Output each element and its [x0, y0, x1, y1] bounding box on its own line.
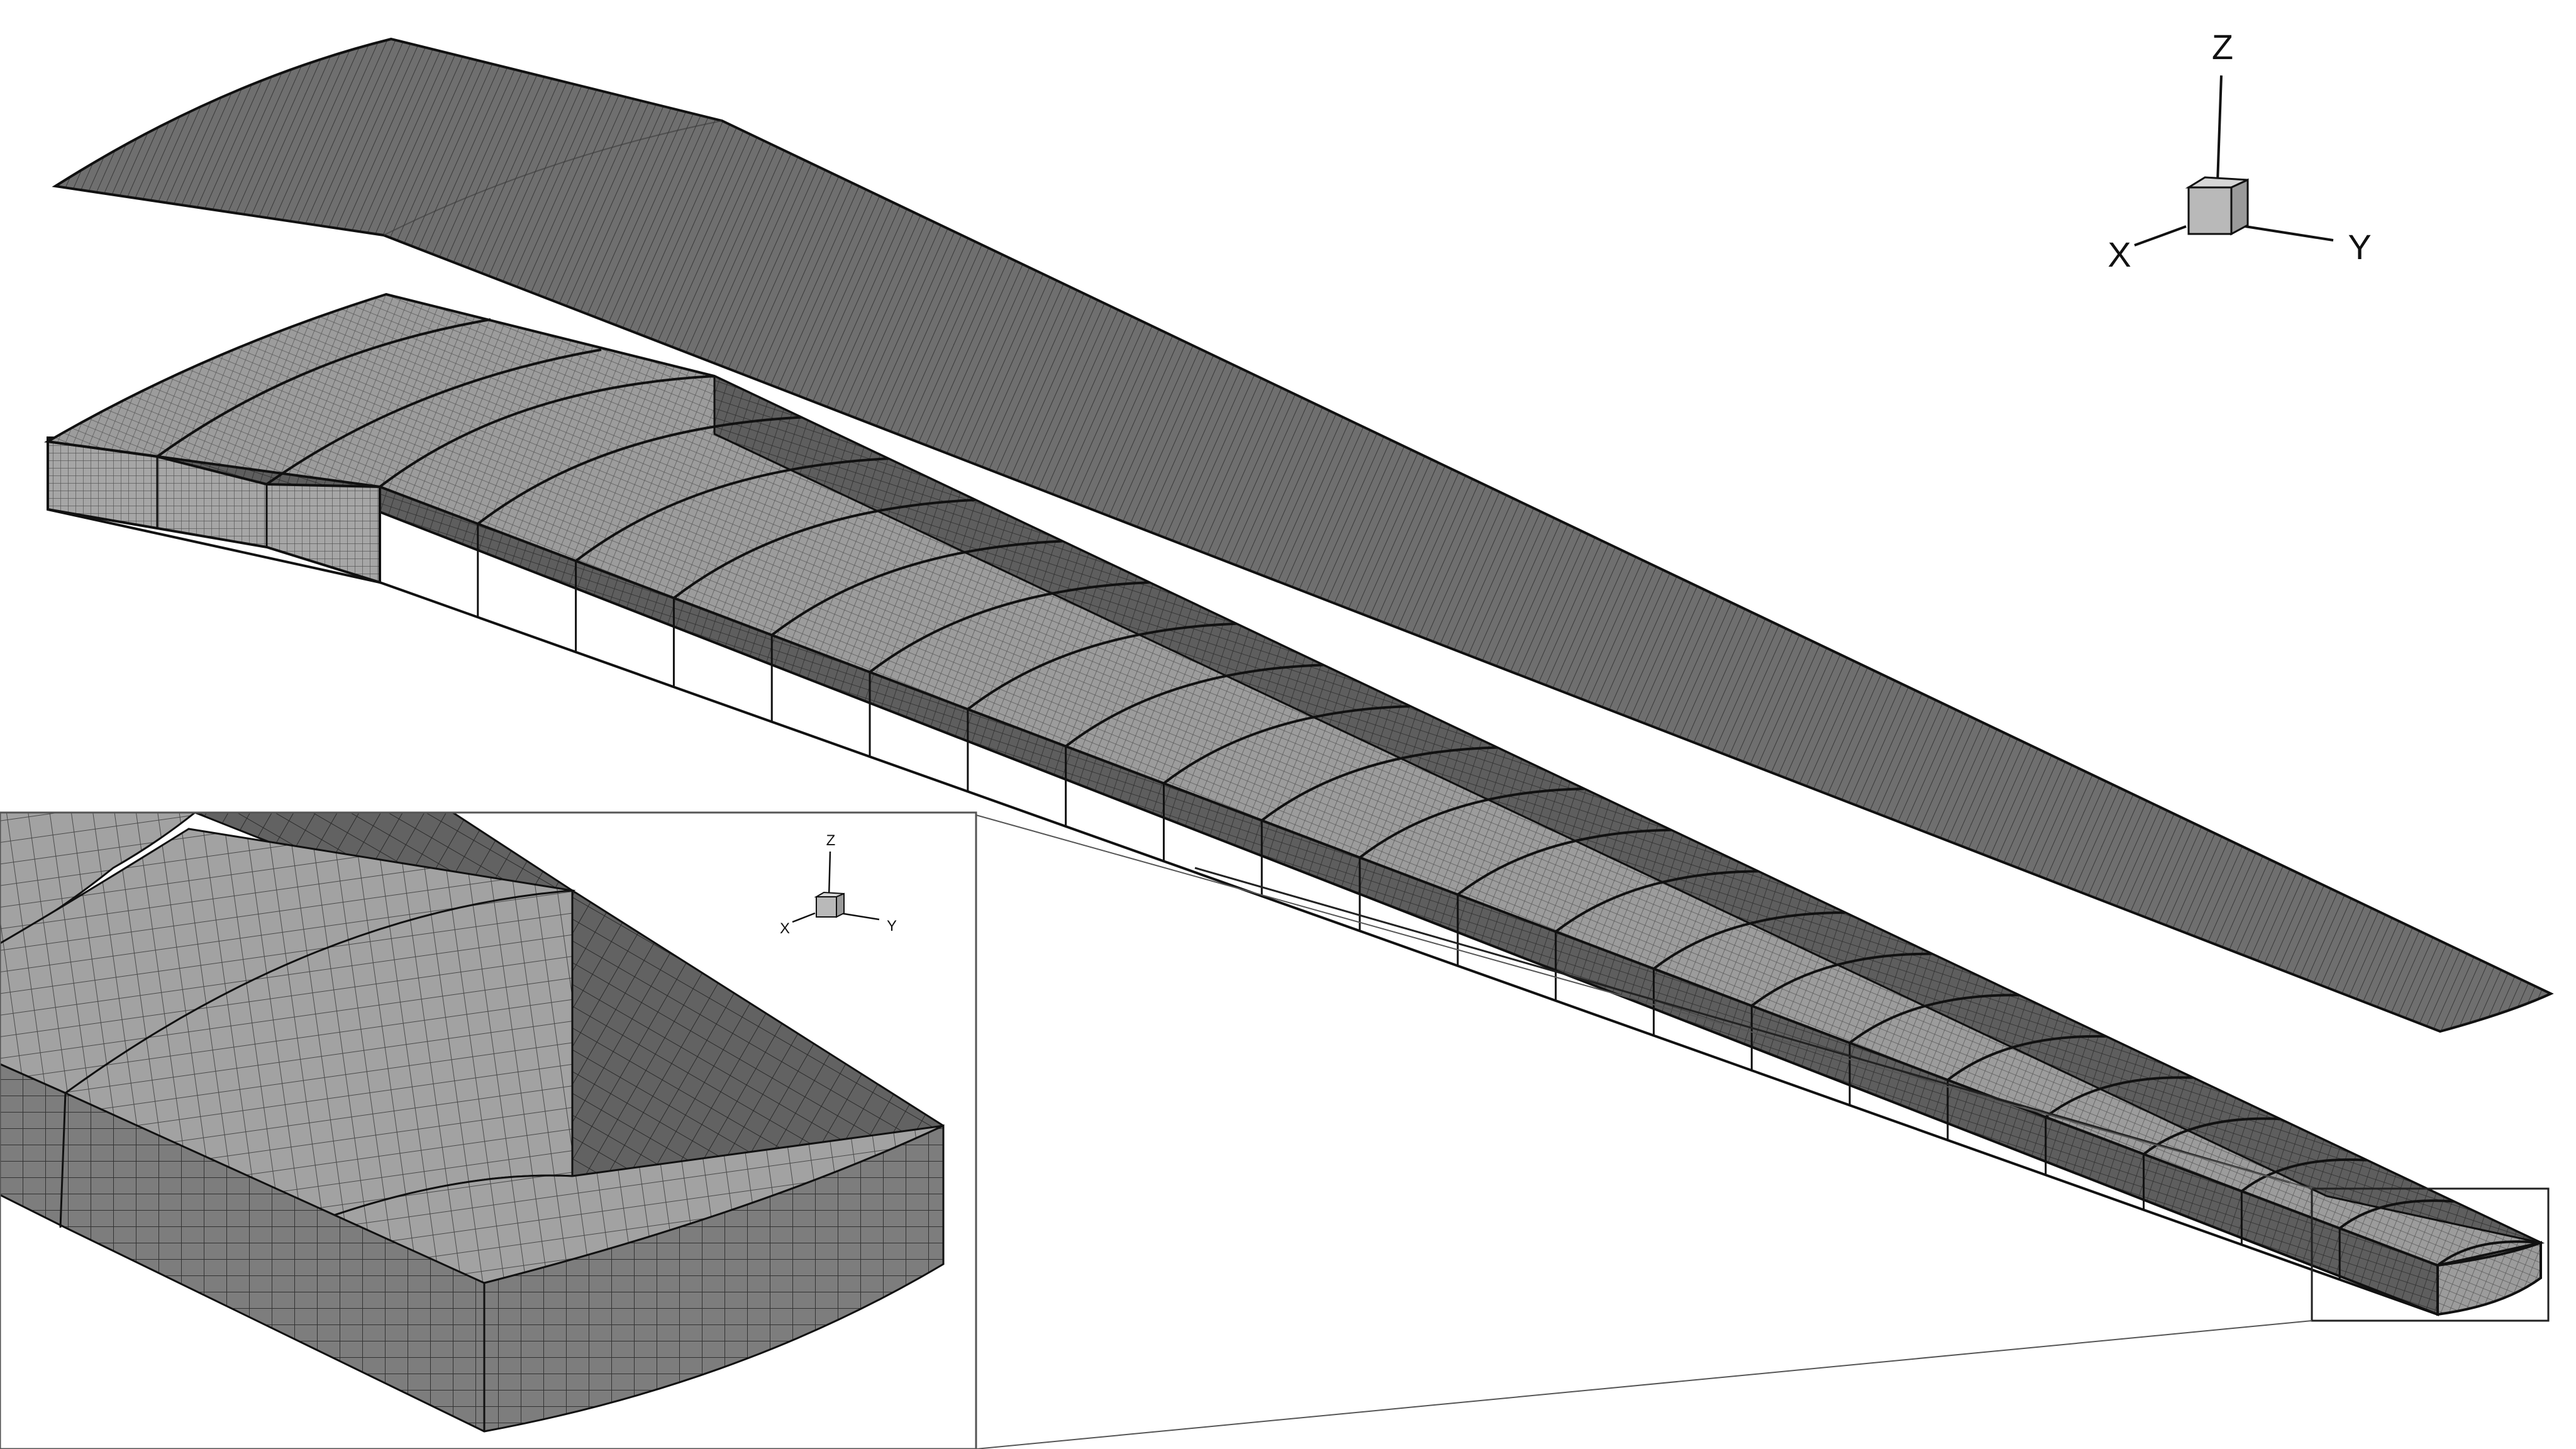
inset-view: [0, 811, 977, 1449]
rib-lines: [156, 318, 2541, 1267]
rib-arc: [1848, 994, 2019, 1044]
upper-skin-kink-line: [383, 120, 723, 236]
rib-arc: [1946, 1035, 2106, 1081]
inset-x-label: X: [780, 920, 790, 937]
inset-z-label: Z: [826, 832, 836, 849]
inset-front-spar-face: [0, 1063, 945, 1433]
inset-y-axis-line: [840, 912, 880, 921]
main-x-label: X: [2107, 235, 2131, 274]
rib-arc: [1555, 870, 1758, 933]
rib-arc: [2436, 1240, 2541, 1267]
rib-arc: [1163, 704, 1411, 785]
upper-wing-skin: [52, 37, 2554, 1033]
zoom-source-box: [2311, 1187, 2550, 1322]
main-axis-triad: Z X Y: [2107, 27, 2371, 274]
main-triad-cube: [2185, 176, 2249, 236]
inset-frame: [0, 811, 977, 1449]
inset-z-axis-line: [828, 851, 831, 899]
rib-arc: [1261, 746, 1497, 822]
rib-arc: [477, 416, 802, 525]
rib-arc: [1358, 787, 1584, 859]
inset-bay-divider: [59, 1092, 67, 1228]
tip-stiffener-line: [1194, 867, 2290, 1184]
inset-triad-cube: [814, 891, 845, 918]
main-z-axis-line: [2216, 75, 2223, 183]
upper-skin-surface: [52, 37, 2554, 1033]
rib-arc: [771, 540, 1063, 636]
rib-arc: [1653, 911, 1845, 970]
zoom-region: [975, 814, 2550, 1449]
rib-arc: [379, 375, 715, 488]
wing-box-structure: [43, 292, 2545, 1316]
rib-arc: [869, 581, 1150, 674]
zoom-leader-bottom: [975, 1320, 2312, 1449]
main-x-axis-line: [2134, 225, 2187, 247]
inset-x-axis-line: [792, 912, 816, 923]
rib-arc: [2045, 1076, 2193, 1118]
root-rib-arc: [156, 318, 491, 458]
rear-spar-wall: [713, 374, 2541, 1244]
rib-arc: [967, 622, 1236, 711]
inset-left-bay-top: [0, 828, 576, 1094]
rib-arc: [1751, 952, 1933, 1007]
root-rib-arc: [265, 348, 602, 486]
wing-box-top: [43, 292, 2545, 1267]
main-y-axis-line: [2245, 225, 2334, 242]
rib-arc: [2241, 1158, 2367, 1192]
main-z-label: Z: [2212, 27, 2233, 67]
bay-divider-lines: [156, 457, 2439, 1314]
rib-arc: [2338, 1199, 2454, 1230]
inset-y-label: Y: [887, 918, 897, 935]
rib-arc: [673, 498, 975, 599]
wing-tip-cap: [2436, 1241, 2542, 1316]
main-y-label: Y: [2348, 227, 2371, 267]
zoom-leader-top: [975, 814, 2312, 1189]
rib-arc: [575, 457, 889, 562]
wing-box-bottom-edge: [47, 508, 2438, 1316]
rib-arc: [1065, 663, 1324, 748]
rib-arc: [1457, 828, 1672, 896]
inset-axis-triad: Z X Y: [780, 832, 897, 937]
